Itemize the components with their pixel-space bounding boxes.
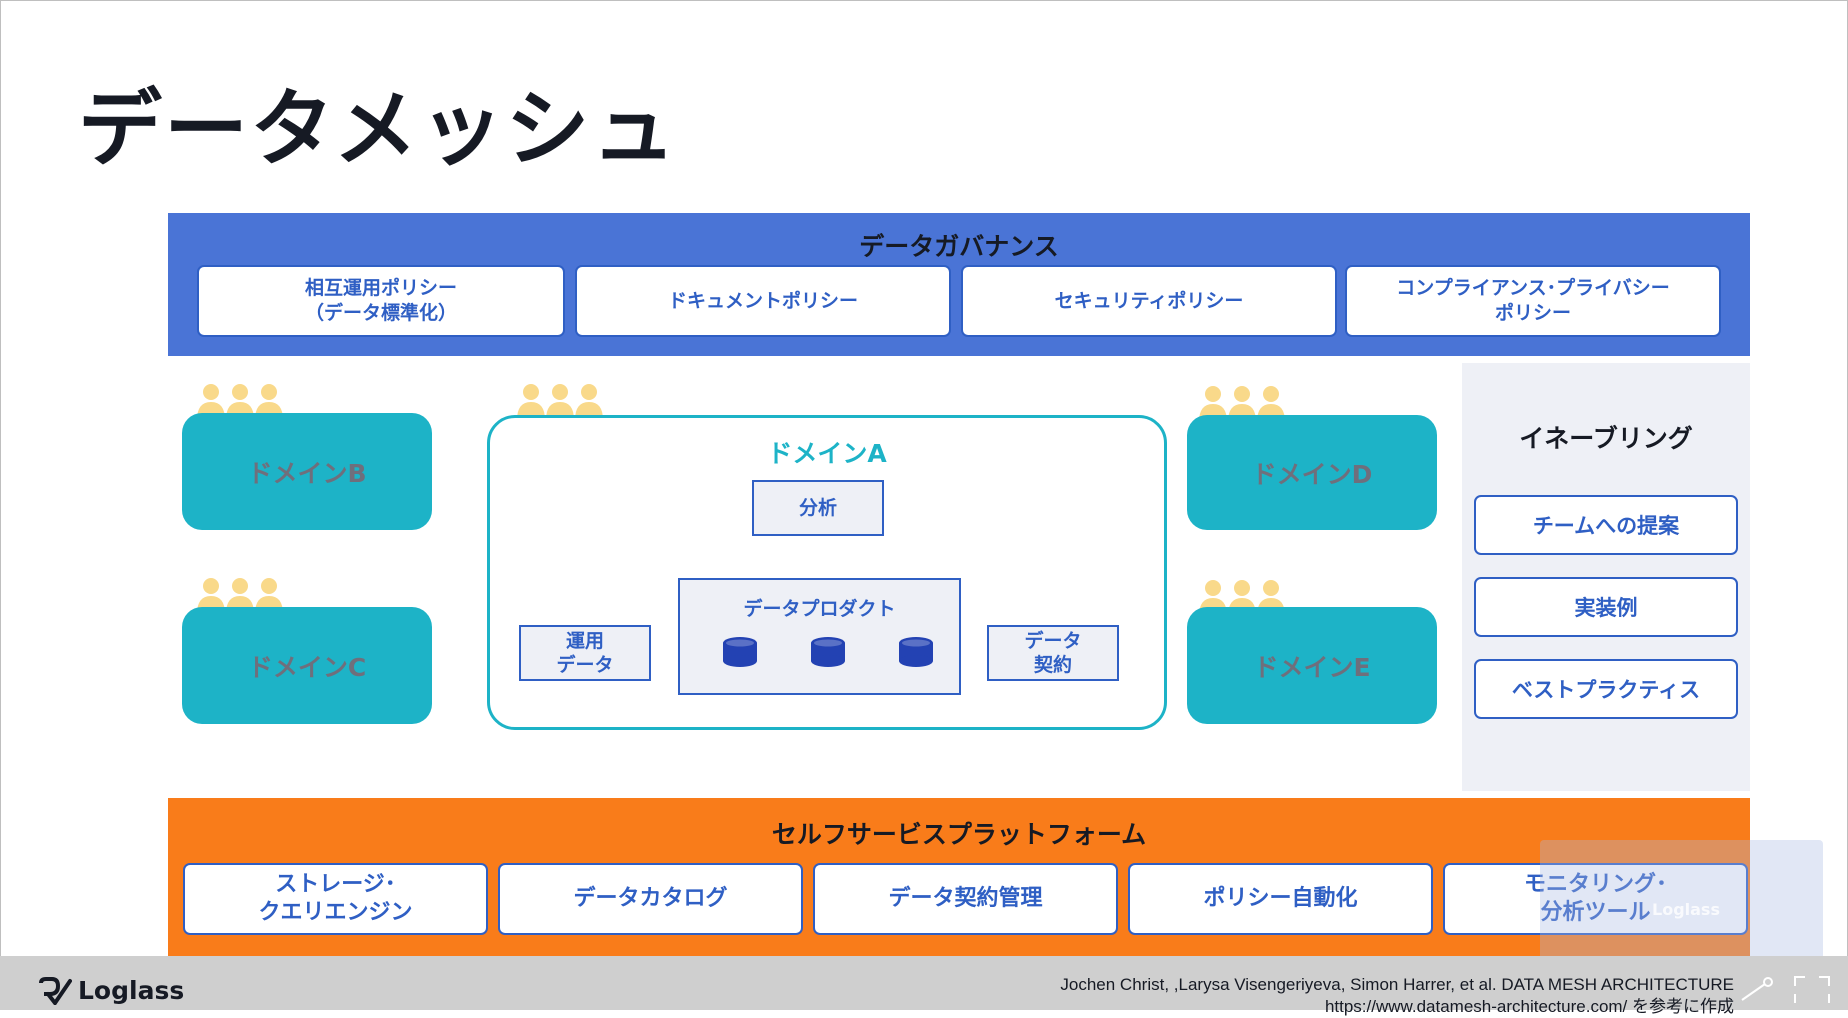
domain-d: ドメインD: [1187, 415, 1437, 530]
loglass-logo-icon: [39, 976, 72, 1005]
governance-item-compliance: コンプライアンス･プライバシー ポリシー: [1345, 265, 1721, 337]
platform-title: セルフサービスプラットフォーム: [771, 820, 1147, 849]
domain-e: ドメインE: [1187, 607, 1437, 724]
logo-text: Loglass: [78, 976, 185, 1005]
footer-bar: Loglass Jochen Christ, ,Larysa Visengeri…: [0, 956, 1848, 1016]
platform-item-catalog: データカタログ: [498, 863, 803, 935]
slide-title: データメッシュ: [78, 80, 678, 178]
domain-a: ドメインA 分析 運用 データ データプロダクト データ 契約: [487, 415, 1167, 730]
platform-item-monitoring: モニタリング･ 分析ツール: [1443, 863, 1748, 935]
platform-band: セルフサービスプラットフォーム ストレージ･ クエリエンジン データカタログ デ…: [168, 798, 1750, 956]
enabling-title: イネーブリング: [1519, 424, 1693, 453]
governance-band: データガバナンス 相互運用ポリシー （データ標準化） ドキュメントポリシー セキ…: [168, 213, 1750, 356]
platform-item-storage: ストレージ･ クエリエンジン: [183, 863, 488, 935]
credit-line-2: https://www.datamesh-architecture.com/ を…: [1324, 997, 1734, 1016]
credit-line-1: Jochen Christ, ,Larysa Visengeriyeva, Si…: [1060, 975, 1734, 994]
enabling-item-team-proposal: チームへの提案: [1474, 495, 1738, 555]
data-contract-box: データ 契約: [987, 625, 1119, 681]
enabling-item-best-practices: ベストプラクティス: [1474, 659, 1738, 719]
governance-item-interop: 相互運用ポリシー （データ標準化）: [197, 265, 565, 337]
data-product-title: データプロダクト: [743, 598, 896, 620]
logo: Loglass: [38, 976, 184, 1005]
credit-text: Jochen Christ, ,Larysa Visengeriyeva, Si…: [1060, 974, 1734, 1018]
governance-item-document: ドキュメントポリシー: [575, 265, 951, 337]
governance-item-security: セキュリティポリシー: [961, 265, 1337, 337]
enabling-item-examples: 実装例: [1474, 577, 1738, 637]
analysis-box: 分析: [752, 480, 884, 536]
data-product-box: データプロダクト: [678, 578, 961, 695]
operational-data-box: 運用 データ: [519, 625, 651, 681]
watermark-text: Loglass: [1652, 900, 1720, 919]
database-icons: [723, 637, 933, 667]
domain-c: ドメインC: [182, 607, 432, 724]
platform-item-contract-mgmt: データ契約管理: [813, 863, 1118, 935]
fullscreen-icon[interactable]: [1792, 974, 1832, 1004]
governance-title: データガバナンス: [859, 232, 1059, 261]
enabling-panel: イネーブリング チームへの提案 実装例 ベストプラクティス: [1462, 363, 1750, 791]
domain-a-title: ドメインA: [767, 439, 887, 468]
share-icon[interactable]: [1738, 974, 1776, 1004]
domain-b: ドメインB: [182, 413, 432, 530]
platform-item-policy-automation: ポリシー自動化: [1128, 863, 1433, 935]
